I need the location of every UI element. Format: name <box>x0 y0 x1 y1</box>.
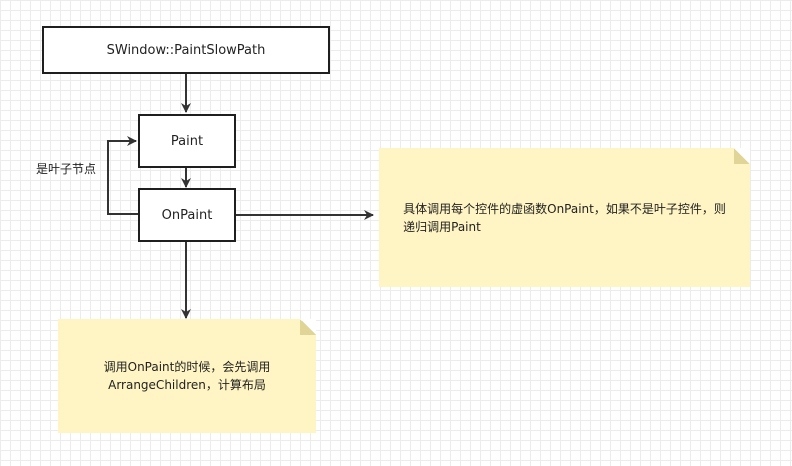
note-right-text: 具体调用每个控件的虚函数OnPaint，如果不是叶子控件，则 递归调用Paint <box>403 200 726 236</box>
note-bottom[interactable]: 调用OnPaint的时候，会先调用 ArrangeChildren，计算布局 <box>58 319 316 433</box>
node-slowpath-label: SWindow::PaintSlowPath <box>106 42 266 58</box>
edge-label-leaf: 是叶子节点 <box>36 162 97 176</box>
note-right-line1: 具体调用每个控件的虚函数OnPaint，如果不是叶子控件，则 <box>403 201 726 216</box>
node-paint[interactable]: Paint <box>138 114 236 168</box>
note-bottom-line1: 调用OnPaint的时候，会先调用 <box>103 360 271 374</box>
note-bottom-fold <box>300 319 316 335</box>
note-right-line2: 递归调用Paint <box>403 219 481 234</box>
note-bottom-line2: ArrangeChildren，计算布局 <box>108 378 266 392</box>
edge-onpaint-loop-to-paint <box>107 136 138 215</box>
note-right-fold <box>734 148 750 164</box>
node-onpaint-label: OnPaint <box>161 207 213 223</box>
note-right[interactable]: 具体调用每个控件的虚函数OnPaint，如果不是叶子控件，则 递归调用Paint <box>379 148 750 287</box>
node-onpaint[interactable]: OnPaint <box>138 188 236 242</box>
note-bottom-text: 调用OnPaint的时候，会先调用 ArrangeChildren，计算布局 <box>104 358 271 394</box>
node-paint-label: Paint <box>170 133 204 149</box>
node-slowpath[interactable]: SWindow::PaintSlowPath <box>42 26 330 74</box>
